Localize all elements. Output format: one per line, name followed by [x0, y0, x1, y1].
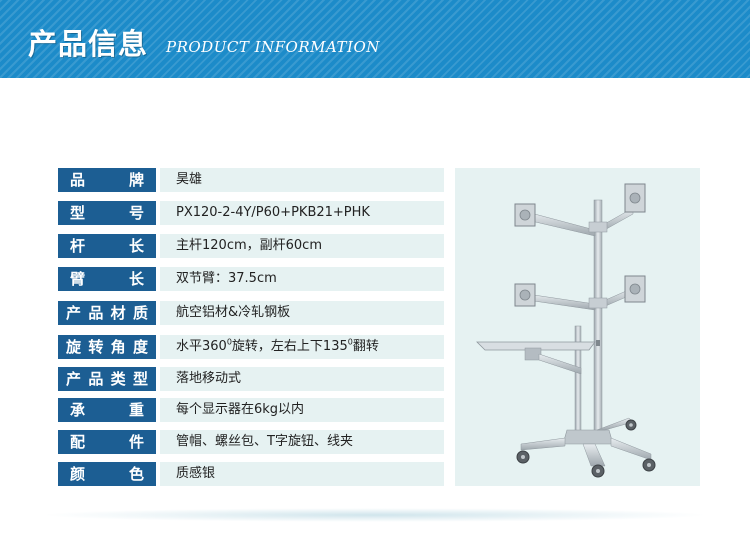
lower-left-arm — [526, 293, 596, 311]
label-char: 颜 — [70, 465, 86, 483]
spec-label: 型号 — [58, 201, 156, 225]
vesa-plate-top-right — [624, 183, 646, 213]
label-char: 牌 — [128, 171, 144, 189]
base-leg-front — [582, 443, 606, 467]
label-char: 杆 — [70, 237, 86, 255]
banner-subtitle: PRODUCT INFORMATION — [166, 38, 380, 56]
upper-left-arm — [526, 211, 596, 237]
label-char: 材 — [110, 304, 126, 322]
label-char: 件 — [128, 433, 144, 451]
spec-row-color: 颜色 质感银 — [58, 462, 444, 486]
spec-row-material: 产品材质 航空铝材&冷轧钢板 — [58, 301, 444, 325]
label-char: 品 — [70, 171, 86, 189]
label-char: 配 — [70, 433, 86, 451]
base-leg-left — [520, 437, 566, 451]
spec-label: 旋转角度 — [58, 335, 156, 359]
label-char: 型 — [132, 370, 148, 388]
label-char: 号 — [128, 204, 144, 222]
spec-label: 配件 — [58, 430, 156, 454]
label-char: 质 — [132, 304, 148, 322]
label-char: 角 — [110, 338, 126, 356]
bottom-shadow — [40, 508, 710, 522]
spec-row-load: 承重 每个显示器在6kg以内 — [58, 398, 444, 422]
spec-row-accessories: 配件 管帽、螺丝包、T字旋钮、线夹 — [58, 430, 444, 454]
spec-row-pole-length: 杆长 主杆120cm，副杆60cm — [58, 234, 444, 258]
header-banner: 产品信息 PRODUCT INFORMATION — [0, 0, 750, 78]
label-char: 承 — [70, 401, 86, 419]
spec-value: 航空铝材&冷轧钢板 — [160, 301, 444, 325]
spec-label: 产品材质 — [58, 301, 156, 325]
spec-row-arm-length: 臂长 双节臂：37.5cm — [58, 267, 444, 291]
spec-value: 落地移动式 — [160, 367, 444, 391]
vesa-plate-top-left — [514, 203, 536, 227]
spec-value: 双节臂：37.5cm — [160, 267, 444, 291]
keyboard-tray — [476, 341, 596, 351]
spec-label: 颜色 — [58, 462, 156, 486]
spec-value: PX120-2-4Y/P60+PKB21+PHK — [160, 201, 444, 225]
label-char: 产 — [66, 304, 82, 322]
spec-value: 昊雄 — [160, 168, 444, 192]
spec-value: 水平3600旋转，左右上下1350翻转 — [160, 335, 444, 359]
base-plate — [562, 429, 614, 445]
spec-value: 主杆120cm，副杆60cm — [160, 234, 444, 258]
label-char: 臂 — [70, 270, 86, 288]
base-leg-right — [610, 437, 652, 461]
label-char: 型 — [70, 204, 86, 222]
label-char: 品 — [88, 370, 104, 388]
label-char: 长 — [128, 270, 144, 288]
spec-row-type: 产品类型 落地移动式 — [58, 367, 444, 391]
label-char: 色 — [128, 465, 144, 483]
banner-title: 产品信息 — [28, 27, 149, 61]
spec-label: 产品类型 — [58, 367, 156, 391]
vesa-plate-bottom-left — [514, 283, 536, 307]
label-char: 度 — [132, 338, 148, 356]
spec-label: 杆长 — [58, 234, 156, 258]
product-photo — [455, 168, 700, 486]
spec-row-brand: 品牌 昊雄 — [58, 168, 444, 192]
spec-value: 每个显示器在6kg以内 — [160, 398, 444, 422]
label-char: 旋 — [66, 338, 82, 356]
tray-arm — [538, 353, 582, 375]
spec-value: 管帽、螺丝包、T字旋钮、线夹 — [160, 430, 444, 454]
spec-label: 臂长 — [58, 267, 156, 291]
spec-label: 承重 — [58, 398, 156, 422]
vesa-plate-bottom-right — [624, 275, 646, 303]
spec-label: 品牌 — [58, 168, 156, 192]
label-char: 品 — [88, 304, 104, 322]
spec-row-model: 型号 PX120-2-4Y/P60+PKB21+PHK — [58, 201, 444, 225]
label-char: 产 — [66, 370, 82, 388]
label-char: 转 — [88, 338, 104, 356]
floor-stand-illustration — [476, 183, 656, 478]
spec-row-rotation: 旋转角度 水平3600旋转，左右上下1350翻转 — [58, 335, 444, 359]
label-char: 长 — [128, 237, 144, 255]
label-char: 重 — [128, 401, 144, 419]
label-char: 类 — [110, 370, 126, 388]
spec-value: 质感银 — [160, 462, 444, 486]
